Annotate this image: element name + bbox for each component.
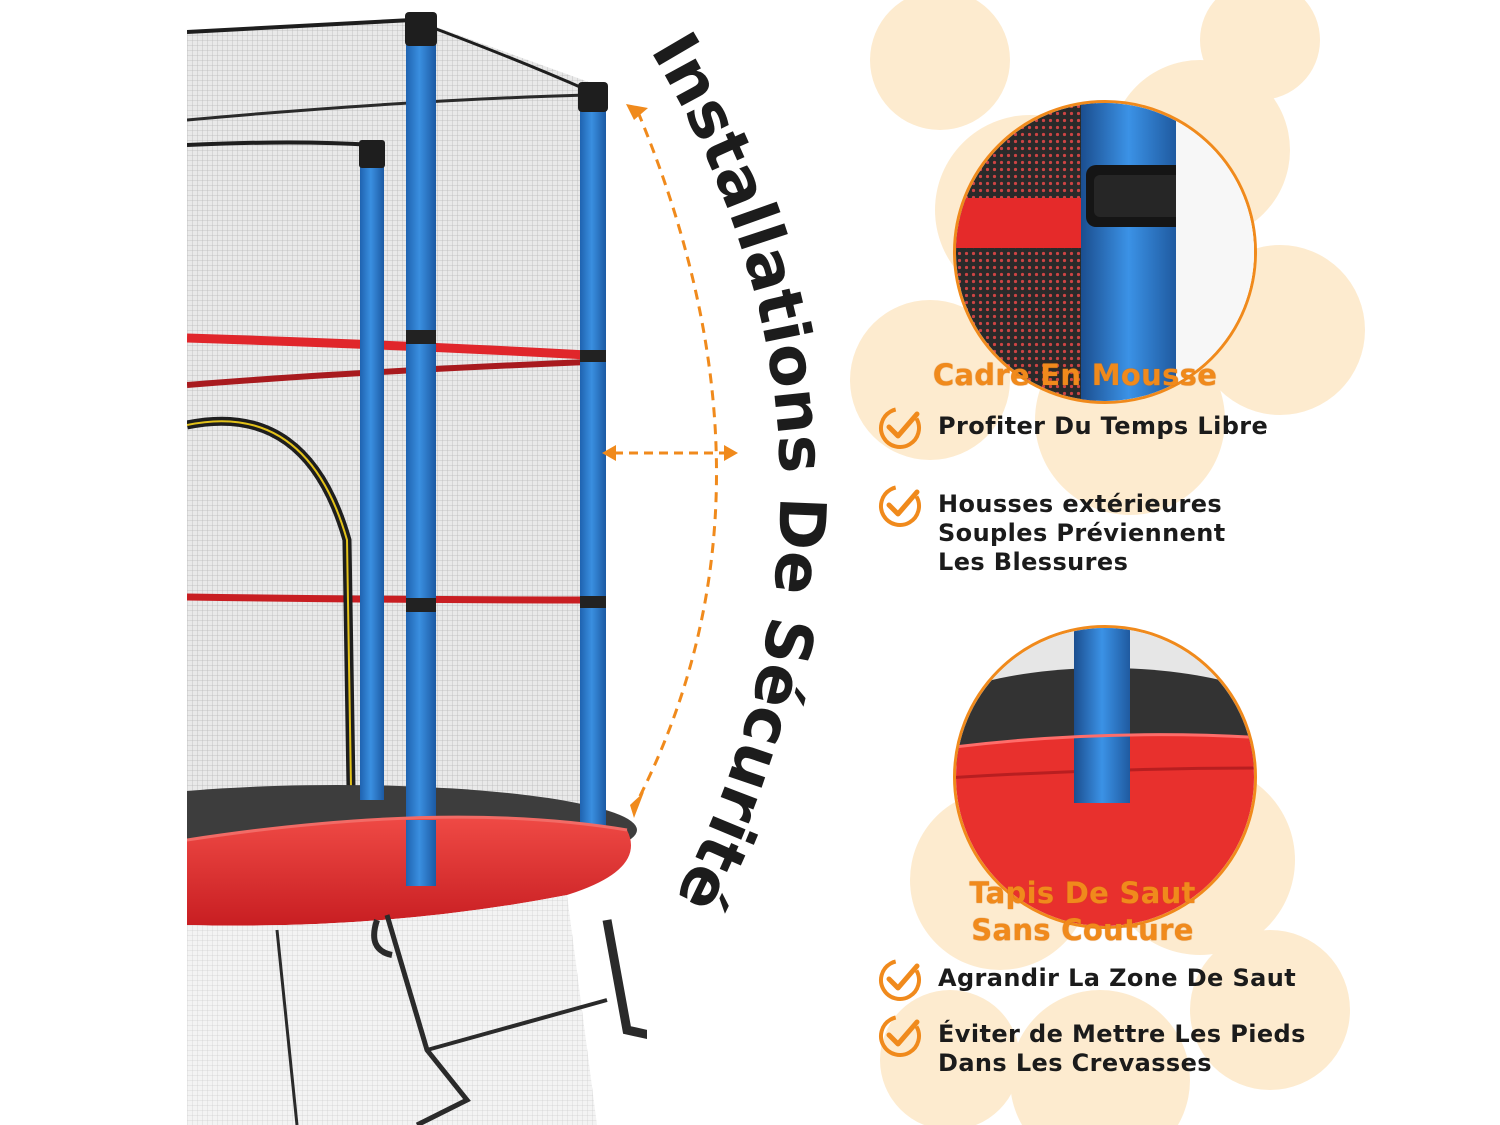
feature-line: Les Blessures	[938, 548, 1129, 576]
safety-title-arc: Installations De Sécurité	[626, 21, 839, 924]
feature-line: Souples Préviennent	[938, 519, 1226, 547]
heading-line: Sans Couture	[971, 913, 1194, 947]
feature-text: Éviter de Mettre Les Pieds Dans Les Crev…	[938, 1020, 1306, 1078]
feature-item: Éviter de Mettre Les Pieds Dans Les Crev…	[878, 1015, 1306, 1078]
feature-line: Dans Les Crevasses	[938, 1049, 1212, 1077]
section-heading-jump-mat: Tapis De Saut Sans Couture	[900, 875, 1265, 949]
arc-arrow-top-icon	[626, 104, 648, 120]
pointer-double-arrow	[602, 445, 738, 461]
trampoline-illustration	[187, 12, 647, 1125]
check-icon	[879, 407, 921, 449]
feature-line: Éviter de Mettre Les Pieds	[938, 1020, 1306, 1048]
check-icon	[879, 959, 921, 1001]
arc-arrow-bottom-icon	[630, 792, 644, 818]
jump-mat-closeup	[953, 625, 1257, 929]
arrow-right-icon	[724, 445, 738, 461]
feature-line: Profiter Du Temps Libre	[938, 412, 1269, 440]
feature-item: Agrandir La Zone De Saut	[878, 959, 1296, 1002]
feature-text: Profiter Du Temps Libre	[938, 412, 1268, 441]
feature-item: Housses extérieures Souples Préviennent …	[878, 485, 1226, 577]
feature-line: Housses extérieures	[938, 490, 1223, 518]
dashed-arc	[636, 111, 718, 801]
feature-text: Housses extérieures Souples Préviennent …	[938, 490, 1226, 577]
vertical-title: Installations De Sécurité	[636, 21, 838, 924]
feature-line: Agrandir La Zone De Saut	[938, 964, 1297, 992]
section-heading-foam-frame: Cadre En Mousse	[932, 358, 1218, 392]
feature-item: Profiter Du Temps Libre	[878, 407, 1268, 450]
feature-text: Agrandir La Zone De Saut	[938, 964, 1296, 993]
vertical-title-text: Installations De Sécurité	[636, 21, 838, 924]
check-icon	[879, 485, 921, 527]
arrow-left-icon	[602, 445, 616, 461]
check-icon	[879, 1015, 921, 1057]
heading-line: Tapis De Saut	[969, 876, 1196, 910]
